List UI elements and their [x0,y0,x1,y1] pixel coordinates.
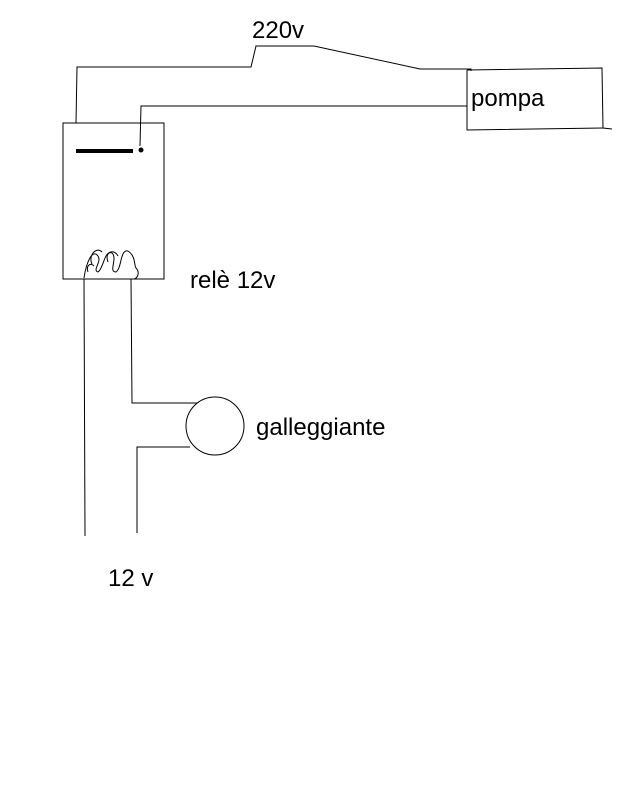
mains-voltage-label: 220v [252,17,304,44]
mains-wire-live [75,45,472,124]
supply-wire-float-to-supply [136,446,190,533]
relay-label: relè 12v [190,267,275,294]
relay-contact-terminal [138,147,144,153]
float-switch [185,396,245,456]
relay-body [62,122,165,280]
supply-wires [83,278,197,537]
pump-label: pompa [471,85,545,112]
supply-wire-coil-to-float [130,278,197,404]
relay [62,122,165,280]
mains-wire-neutral [139,105,467,147]
mains-wires [75,45,472,147]
supply-voltage-label: 12 v [108,565,153,592]
float-switch-label: galleggiante [256,414,385,441]
relay-coil [83,249,139,280]
pump-box [466,67,613,131]
supply-wire-left [83,278,86,537]
